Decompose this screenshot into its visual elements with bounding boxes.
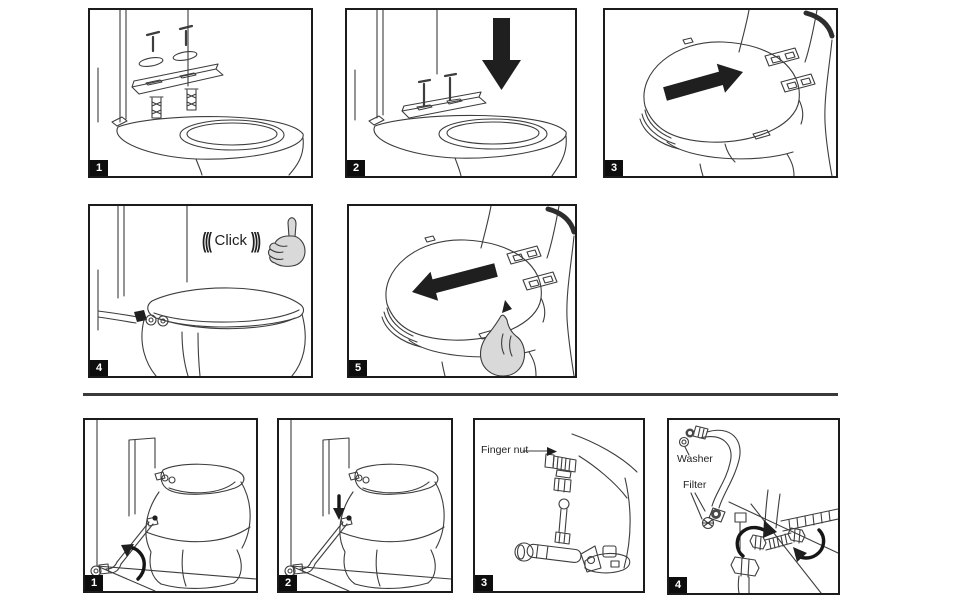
finger-nut-label: Finger nut [481,444,529,456]
seat-step-5-illustration [381,206,575,376]
mounting-hardware [131,24,224,119]
press-hand-icon [479,300,526,376]
wall-and-tank [97,206,188,331]
water-supply-line [90,515,159,577]
step-badge: 4 [669,577,687,593]
supply-tee-piece [514,498,602,573]
connection-closeup [728,489,838,593]
rotate-arrow-icon [121,544,146,581]
seat-step-5-panel: 5 [347,204,577,378]
hinge-bracket [506,245,558,291]
step-badge: 2 [279,575,297,591]
seat-step-3-illustration [639,10,835,176]
seat-step-2-illustration [354,10,567,176]
toilet-side-view [322,437,445,589]
tank-corner-background [571,433,638,574]
label-leader-lines [684,446,706,520]
seat-step-1-panel: 1 [88,8,313,178]
thumbs-up-icon [267,217,306,267]
down-arrow-icon [482,18,521,90]
toilet-side-view [128,437,251,589]
seat-step-4-panel: ((( Click ))) 4 [88,204,313,378]
seat-step-1-illustration [97,10,304,176]
toilet-outline [354,10,567,176]
room-corner [290,420,451,591]
tank-outline [738,10,835,176]
step-badge: 1 [90,160,108,176]
hookup-step-1-panel: 1 [83,418,258,593]
tighten-arrow-left-icon [735,520,777,558]
room-corner [96,420,256,591]
tank-outline [480,206,575,376]
slide-right-arrow-icon [663,63,743,101]
bowl-body [666,141,795,176]
step-badge: 5 [349,360,367,376]
hookup-step-3-panel: Finger nut 3 [473,418,645,593]
seat-step-4-illustration [97,206,306,376]
hose-with-fittings [678,425,741,530]
bidet-controls [134,310,169,327]
bracket-and-bolts [401,72,487,119]
hookup-step-4-illustration [678,425,838,593]
tee-valve-assembly [544,453,577,493]
hookup-step-2-illustration [284,420,451,591]
seat-step-3-panel: 3 [603,8,838,178]
seat-step-2-panel: 2 [345,8,577,178]
step-badge: 3 [605,160,623,176]
click-label: Click [214,232,248,249]
click-callout: ((( Click ))) [202,228,261,254]
sound-waves-right-icon: ))) [251,227,261,254]
slide-left-arrow-icon [412,263,498,301]
step-badge: 3 [475,575,493,591]
hookup-step-2-panel: 2 [277,418,453,593]
leader-arrow-icon [522,447,557,456]
step-badge: 2 [347,160,365,176]
filter-label: Filter [683,479,707,491]
water-supply-line [284,515,353,577]
seat-lid [381,235,546,348]
small-down-arrow-icon [333,494,345,520]
seat-lid [639,37,804,150]
hookup-step-3-illustration [514,433,638,574]
section-divider [83,393,838,396]
step-badge: 1 [85,575,103,591]
toilet-outline [97,10,304,176]
bowl-body [141,313,306,376]
sound-waves-left-icon: ((( [202,227,212,254]
step-badge: 4 [90,360,108,376]
hookup-step-4-panel: Washer Filter 4 [667,418,840,595]
closed-seat [147,287,305,330]
hookup-step-1-illustration [90,420,256,591]
tighten-arrow-right-icon [793,528,826,562]
washer-label: Washer [677,453,713,465]
hinge-bracket [764,47,816,93]
